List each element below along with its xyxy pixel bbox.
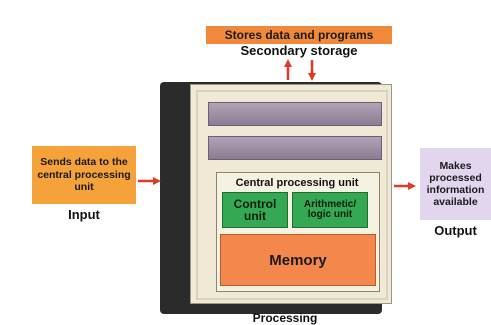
output-label: Output xyxy=(434,222,477,238)
control-unit-box: Control unit xyxy=(222,192,288,228)
cpu-title: Central processing unit xyxy=(235,177,359,189)
secondary-storage-label: Secondary storage xyxy=(240,42,358,58)
secondary-storage-description: Stores data and programs xyxy=(206,26,392,44)
drive-bay-bottom xyxy=(208,136,382,160)
arithmetic-logic-unit-box: Arithmetic/ logic unit xyxy=(292,192,368,228)
input-description: Sends data to the central processing uni… xyxy=(32,146,136,204)
computer-case-bezel xyxy=(196,90,388,300)
output-description: Makes processed information available xyxy=(420,148,491,220)
processing-label: Processing xyxy=(252,310,318,325)
input-label: Input xyxy=(68,206,100,222)
memory-box: Memory xyxy=(220,234,376,286)
drive-bay-top xyxy=(208,102,382,126)
